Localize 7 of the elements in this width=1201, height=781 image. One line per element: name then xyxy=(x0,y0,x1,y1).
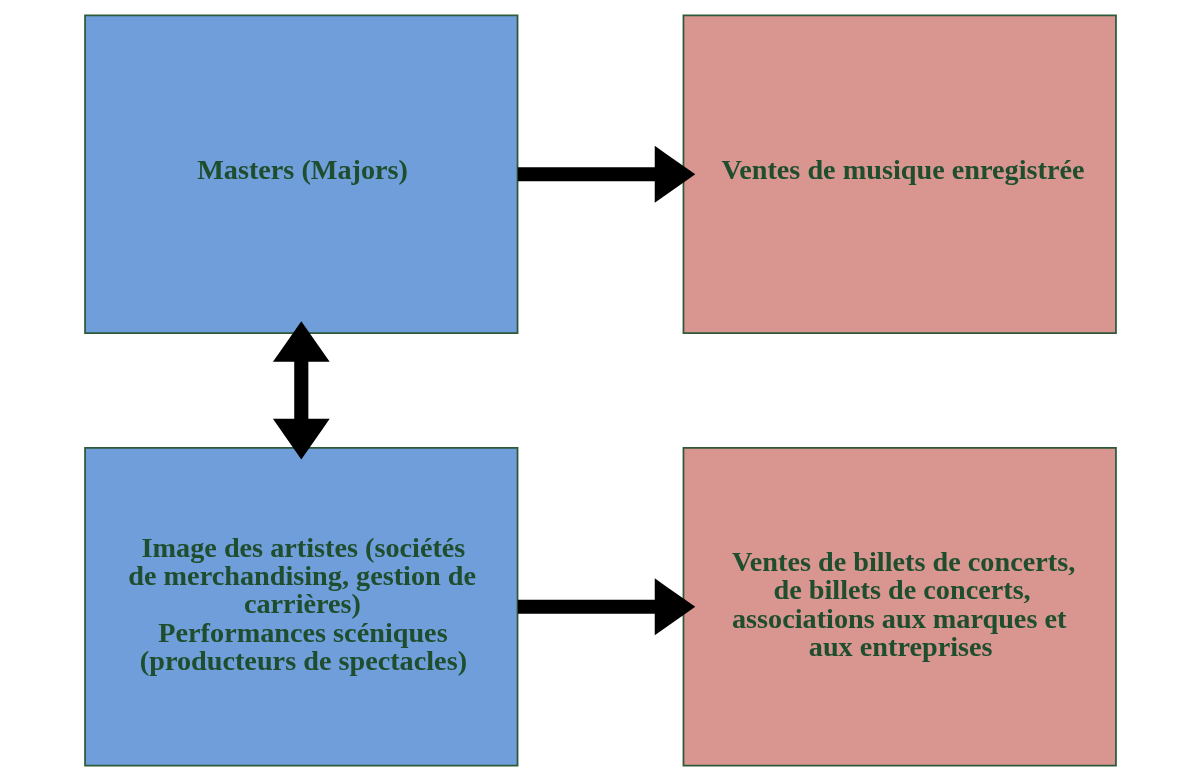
arrow xyxy=(517,578,696,636)
node-box: Masters (Majors) xyxy=(84,14,519,334)
node-box: Ventes de billets de concerts, de billets de concerts, associations aux marques et aux entreprises xyxy=(682,447,1117,767)
arrow xyxy=(272,321,330,460)
node-box: Image des artistes (sociétés de merchandising, gestion de carrières) Performances scéniques (producteurs de spectacles) xyxy=(84,447,519,767)
node-box: Ventes de musique enregistrée xyxy=(682,14,1117,334)
arrow xyxy=(517,145,696,203)
